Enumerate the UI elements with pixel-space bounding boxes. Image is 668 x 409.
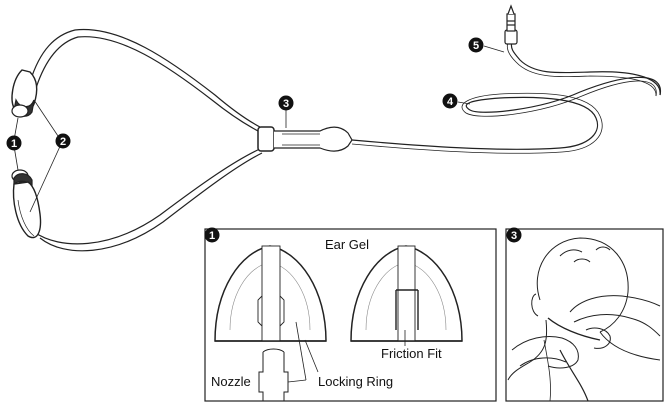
ear-gel-label: Ear Gel (325, 237, 369, 252)
earbud-lower (11, 169, 42, 239)
svg-text:3: 3 (511, 230, 517, 242)
lower-cable-inner (39, 152, 263, 252)
plug-cable (510, 41, 661, 96)
svg-text:1: 1 (11, 138, 17, 150)
wearing-detail-panel: 3 (505, 227, 664, 402)
lower-cable (33, 147, 263, 245)
friction-fit-label: Friction Fit (381, 346, 442, 361)
ear-gel-detail-panel: 1 Ear Gel Friction Fit Nozzl (204, 227, 497, 402)
y-split (274, 126, 353, 152)
ear-gel-detail-badge (204, 227, 220, 243)
svg-text:5: 5 (473, 40, 479, 52)
main-cable (351, 76, 661, 150)
head-illustration (507, 237, 661, 402)
callout-5: 5 (468, 37, 484, 53)
upper-cable (29, 28, 263, 129)
upper-cable-inner (35, 36, 263, 134)
wearing-detail-badge (506, 227, 522, 243)
callout-2: 2 (55, 133, 71, 149)
ear-gel-right (350, 245, 463, 342)
svg-text:3: 3 (283, 98, 289, 110)
callout-4: 4 (442, 93, 458, 109)
earbud-upper (11, 69, 38, 118)
ear-gel-left (214, 245, 327, 342)
earphone-assembly (11, 4, 661, 252)
cable-slider (257, 126, 275, 152)
callout-1: 1 (6, 135, 22, 151)
callout-3: 3 (278, 95, 294, 111)
locking-ring-label: Locking Ring (318, 374, 393, 389)
svg-text:2: 2 (60, 136, 66, 148)
nozzle-label: Nozzle (211, 374, 251, 389)
audio-plug (504, 4, 518, 45)
svg-text:1: 1 (209, 230, 215, 242)
svg-text:4: 4 (447, 96, 454, 108)
